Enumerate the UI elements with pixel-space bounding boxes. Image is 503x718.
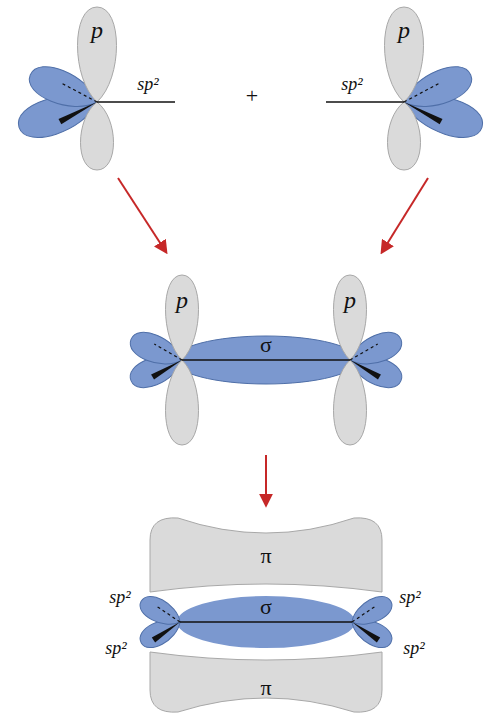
sp2-lobe bbox=[347, 591, 396, 632]
p-orbital-lobe bbox=[385, 7, 424, 102]
bond-label: σ bbox=[260, 334, 272, 356]
dashed-bond bbox=[352, 605, 377, 622]
sp2-lobe bbox=[136, 591, 185, 632]
wedge-bond bbox=[404, 102, 442, 124]
sp2-axis bbox=[326, 101, 404, 103]
dashed-bond bbox=[155, 605, 180, 622]
wedge-bond bbox=[151, 360, 182, 380]
orbital-label: sp² bbox=[403, 639, 424, 657]
sigma-bond bbox=[176, 595, 356, 649]
wedge-bond bbox=[352, 622, 380, 642]
orbital-label: p bbox=[176, 288, 188, 312]
dashed-bond bbox=[154, 344, 182, 360]
orbital-label: sp² bbox=[105, 639, 126, 657]
pi-bond-lobe bbox=[150, 652, 382, 712]
pi-bond-lobe bbox=[150, 518, 382, 592]
bond-label: σ bbox=[260, 596, 272, 618]
sp2-axis bbox=[97, 101, 175, 103]
orbital-label: sp² bbox=[137, 75, 158, 93]
p-orbital-lobe bbox=[81, 102, 114, 170]
wedge-bond bbox=[59, 102, 97, 124]
wedge-bond bbox=[152, 622, 180, 642]
plus-sign: + bbox=[246, 85, 258, 107]
p-orbital-lobe bbox=[334, 360, 367, 445]
orbital-label: p bbox=[344, 288, 356, 312]
p-orbital-lobe bbox=[166, 275, 199, 360]
orbital-label: p bbox=[398, 18, 410, 42]
orbital-label: p bbox=[91, 18, 103, 42]
dashed-bond bbox=[62, 83, 97, 102]
reaction-arrow bbox=[265, 455, 267, 505]
wedge-bond bbox=[350, 360, 381, 380]
reaction-arrow bbox=[382, 178, 428, 252]
sigma-axis bbox=[182, 359, 350, 361]
dashed-bond bbox=[350, 344, 378, 360]
orbital-label: sp² bbox=[109, 588, 130, 606]
p-orbital-lobe bbox=[78, 7, 117, 102]
dashed-bond bbox=[404, 83, 439, 102]
p-orbital-lobe bbox=[334, 275, 367, 360]
p-orbital-lobe bbox=[388, 102, 421, 170]
reaction-arrow bbox=[118, 178, 166, 252]
bond-label: π bbox=[260, 545, 271, 567]
sigma-axis bbox=[180, 621, 352, 623]
orbital-label: sp² bbox=[341, 75, 362, 93]
orbital-label: sp² bbox=[399, 588, 420, 606]
p-orbital-lobe bbox=[166, 360, 199, 445]
bond-label: π bbox=[260, 677, 271, 699]
